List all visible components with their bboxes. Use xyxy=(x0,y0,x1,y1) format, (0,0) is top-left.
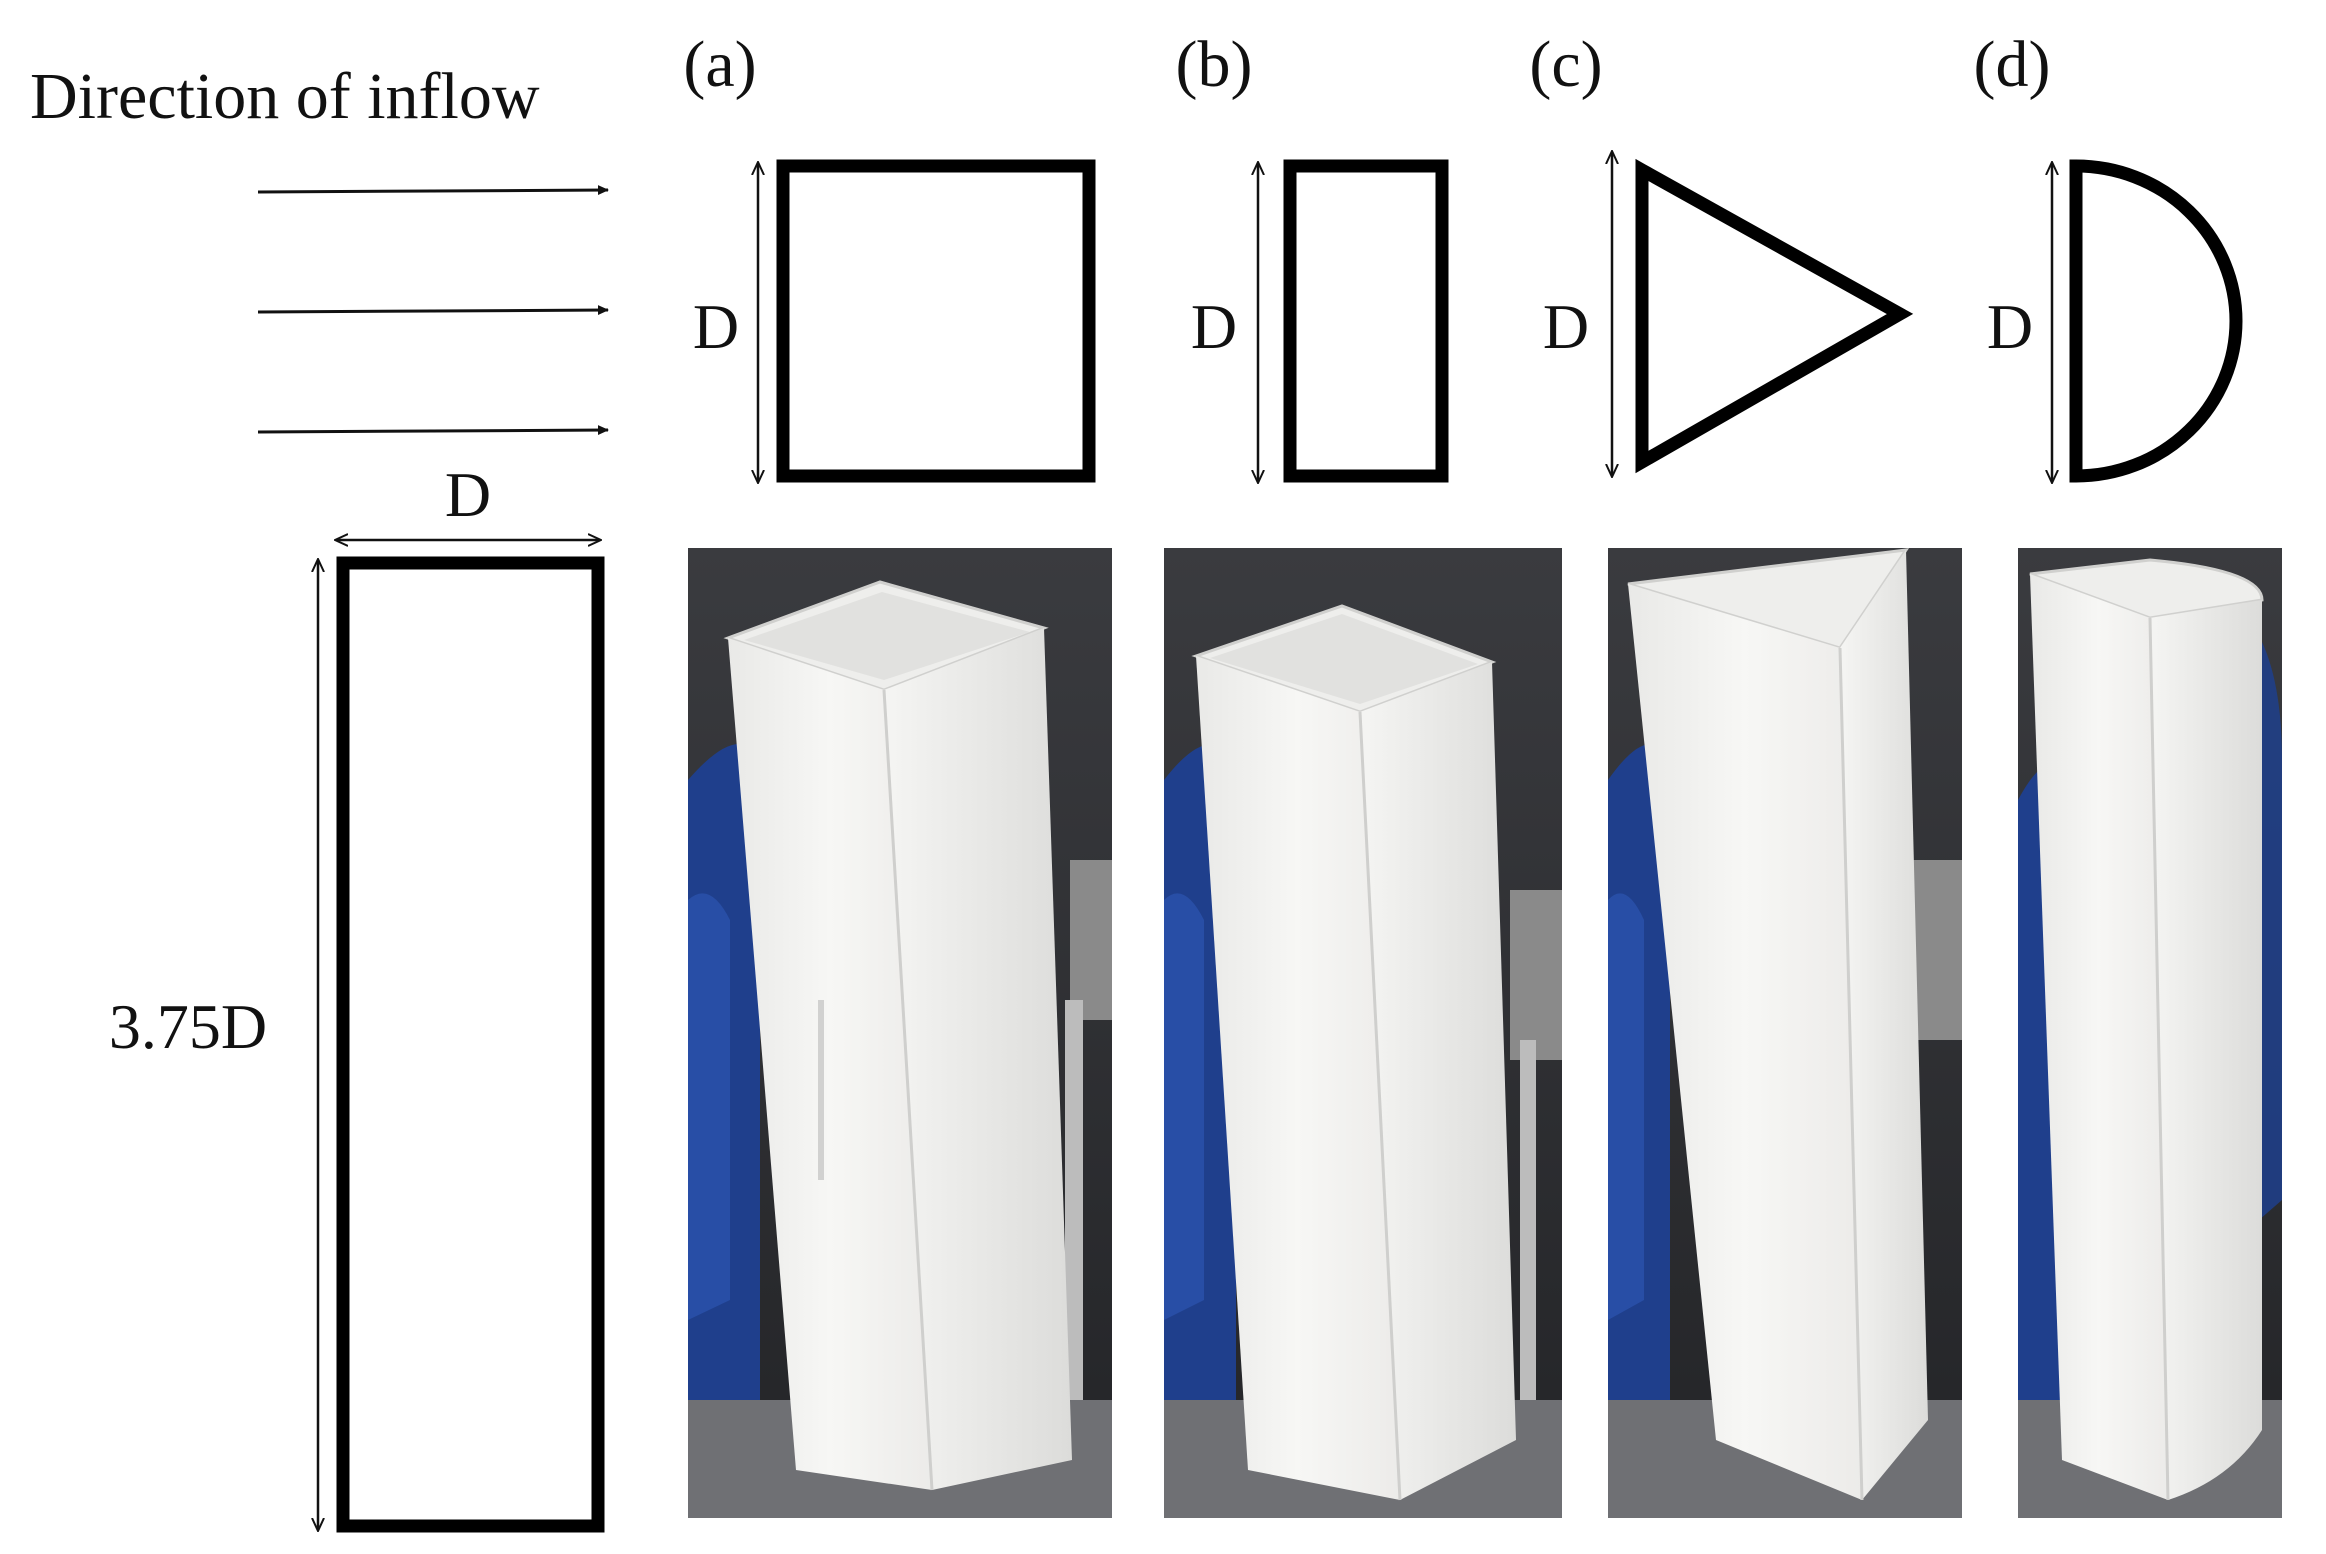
photo-c xyxy=(1608,548,1962,1518)
panel-c: (c) D xyxy=(1529,28,1914,476)
inflow-label: Direction of inflow xyxy=(30,60,540,133)
photo-b xyxy=(1164,548,1562,1518)
photo-a xyxy=(688,548,1112,1518)
inflow-arrows xyxy=(257,185,609,436)
inflow-arrow-bottom xyxy=(257,425,609,436)
inflow-arrow-top xyxy=(257,185,609,196)
panel-a-square-section xyxy=(776,159,1096,483)
panel-a: (a) D xyxy=(683,28,1096,483)
panel-d-label: (d) xyxy=(1974,28,2051,101)
panel-c-triangle-section xyxy=(1635,158,1914,474)
panel-d-semicircle-section xyxy=(2069,159,2243,483)
panel-b-dimension-label: D xyxy=(1191,291,1237,362)
panel-a-dimension-label: D xyxy=(693,291,739,362)
panel-b: (b) D xyxy=(1176,28,1449,483)
side-view-outline xyxy=(336,556,605,1533)
panel-b-label: (b) xyxy=(1176,28,1253,101)
panel-b-rectangle-section xyxy=(1283,159,1449,483)
panel-c-dimension-label: D xyxy=(1543,291,1589,362)
panel-c-label: (c) xyxy=(1529,28,1602,101)
side-view: D 3.75D xyxy=(109,459,605,1533)
panel-a-label: (a) xyxy=(683,28,756,101)
inflow-arrow-middle xyxy=(257,305,609,316)
side-view-height-label: 3.75D xyxy=(109,991,267,1062)
panel-d: (d) D xyxy=(1974,28,2243,483)
photo-d xyxy=(2018,548,2282,1518)
side-view-width-label: D xyxy=(445,459,491,530)
panel-d-dimension-label: D xyxy=(1987,291,2033,362)
